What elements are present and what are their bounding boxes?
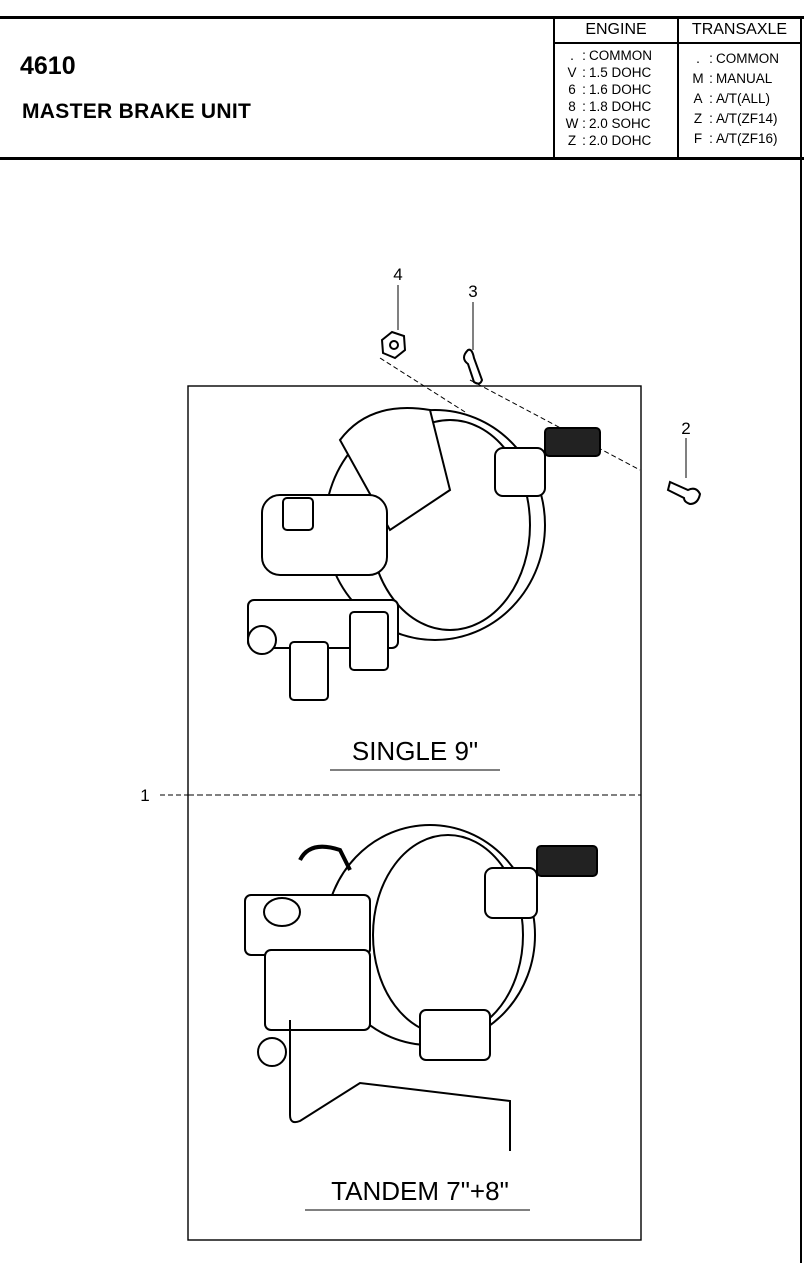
single-booster-assembly	[247, 407, 601, 701]
reservoir-cap	[282, 497, 314, 531]
table-divider-middle	[677, 19, 679, 157]
caption-single: SINGLE 9"	[352, 736, 478, 766]
callout-2: 2	[681, 419, 690, 438]
transaxle-code-row: .:COMMON	[696, 51, 779, 66]
table-divider-right	[800, 19, 802, 157]
leader-line-4	[379, 357, 466, 413]
engine-code-row: 6:1.6 DOHC	[568, 82, 652, 97]
clevis-yoke	[544, 427, 601, 457]
tandem-booster-rim	[372, 834, 524, 1036]
engine-code-row: Z:2.0 DOHC	[567, 133, 652, 148]
catalog-number: 4610	[20, 52, 76, 80]
tandem-booster-assembly	[244, 824, 598, 1151]
sensor-wire	[298, 844, 352, 871]
page-title: MASTER BRAKE UNIT	[22, 100, 252, 123]
transaxle-code-row: F:A/T(ZF16)	[693, 131, 778, 146]
reservoir-body	[261, 494, 388, 576]
outlet-port	[247, 625, 277, 655]
engine-code-list: .:COMMON V:1.5 DOHC 6:1.6 DOHC 8:1.8 DOH…	[565, 47, 652, 149]
tandem-outlet-port	[257, 1037, 287, 1067]
clip-pin-part	[463, 348, 484, 385]
tandem-clevis-yoke	[536, 845, 598, 877]
transaxle-code-row: Z:A/T(ZF14)	[693, 111, 778, 126]
tandem-master-cylinder	[264, 949, 371, 1031]
transaxle-heading: TRANSAXLE	[691, 21, 788, 38]
tandem-reservoir-cap	[263, 897, 301, 927]
clevis-bolt-part	[666, 480, 702, 506]
leader-line-3	[469, 379, 641, 471]
page-right-border	[800, 160, 802, 1263]
port-fitting-right	[349, 611, 389, 671]
engine-code-row: V:1.5 DOHC	[567, 65, 652, 80]
transaxle-code-row: M:MANUAL	[692, 71, 773, 86]
callout-1: 1	[140, 786, 149, 805]
port-fitting-left	[289, 641, 329, 701]
table-divider-left	[553, 19, 555, 157]
engine-code-row: 8:1.8 DOHC	[568, 99, 652, 114]
engine-heading: ENGINE	[585, 21, 647, 38]
proportioning-valve	[419, 1009, 491, 1061]
booster-bracket	[338, 407, 452, 532]
header-bottom-rule	[0, 157, 804, 160]
transaxle-code-row: A:A/T(ALL)	[693, 91, 771, 106]
diagram-frame	[187, 385, 642, 1241]
header-top-rule	[0, 16, 804, 19]
engine-code-row: .:COMMON	[570, 48, 652, 63]
page-header: 4610 MASTER BRAKE UNIT ENGINE TRANSAXLE …	[0, 0, 804, 160]
brake-line	[289, 1020, 511, 1151]
tandem-reservoir	[244, 894, 371, 956]
callout-3: 3	[468, 282, 477, 301]
nut-hole	[389, 340, 399, 350]
boot-bellows	[494, 447, 546, 497]
table-heading-rule	[553, 42, 802, 44]
transaxle-code-list: .:COMMON M:MANUAL A:A/T(ALL) Z:A/T(ZF14)…	[690, 49, 779, 149]
callout-4: 4	[393, 265, 402, 284]
caption-tandem: TANDEM 7"+8"	[331, 1176, 509, 1206]
tandem-boot-bellows	[484, 867, 538, 919]
engine-code-row: W:2.0 SOHC	[565, 116, 651, 131]
